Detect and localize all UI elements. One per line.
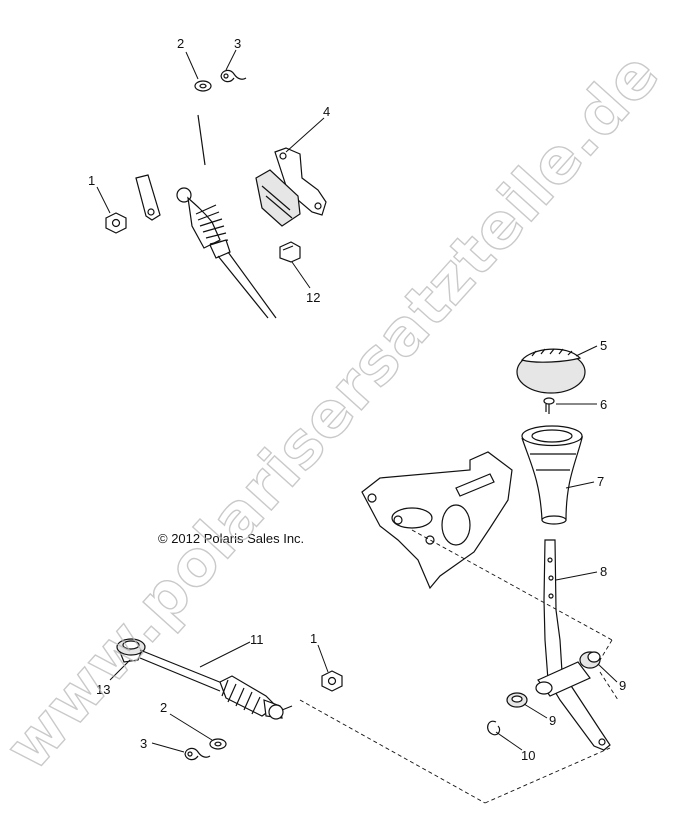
clip-part-3-top [220, 69, 247, 83]
nut-part-1-bottom [321, 670, 343, 692]
callout-1-top: 1 [88, 173, 95, 188]
mount-plate [361, 451, 513, 590]
callout-9-lower: 9 [549, 713, 556, 728]
washer-part-2-top [194, 80, 212, 92]
dashed-reference-lines [299, 529, 619, 804]
bolt-part-12 [279, 241, 301, 263]
callout-2-bottom: 2 [160, 700, 167, 715]
shift-boot-part-7 [521, 425, 584, 525]
linkage-bar [135, 174, 161, 221]
cable-end-line [197, 114, 206, 166]
shift-lever-part-8 [535, 539, 611, 751]
nut-part-1-top [105, 212, 127, 234]
callout-10: 10 [521, 748, 535, 763]
callout-9-upper: 9 [619, 678, 626, 693]
shift-cable-top [176, 187, 277, 319]
linkage-bar-hole [147, 208, 155, 216]
bushing-part-9-lower [506, 692, 528, 708]
bushing-part-9-upper [579, 651, 601, 669]
mount-bracket-part-4 [255, 147, 327, 227]
clip-part-3-bottom [184, 747, 211, 761]
callout-3-bottom: 3 [140, 736, 147, 751]
washer-part-2-bottom [209, 738, 227, 750]
callout-13: 13 [96, 682, 110, 697]
callout-12: 12 [306, 290, 320, 305]
callout-7: 7 [597, 474, 604, 489]
shift-cable-bottom [116, 638, 293, 720]
callout-8: 8 [600, 564, 607, 579]
screw-part-6 [543, 397, 555, 414]
leader-lines [96, 49, 618, 753]
callout-3-top: 3 [234, 36, 241, 51]
callout-11: 11 [250, 632, 264, 647]
callout-4: 4 [323, 104, 330, 119]
callout-5: 5 [600, 338, 607, 353]
copyright-notice: © 2012 Polaris Sales Inc. [158, 531, 304, 546]
callout-6: 6 [600, 397, 607, 412]
callout-2-top: 2 [177, 36, 184, 51]
shift-knob-part-5 [516, 348, 586, 394]
callout-1-bottom: 1 [310, 631, 317, 646]
clip-part-10 [487, 720, 501, 736]
